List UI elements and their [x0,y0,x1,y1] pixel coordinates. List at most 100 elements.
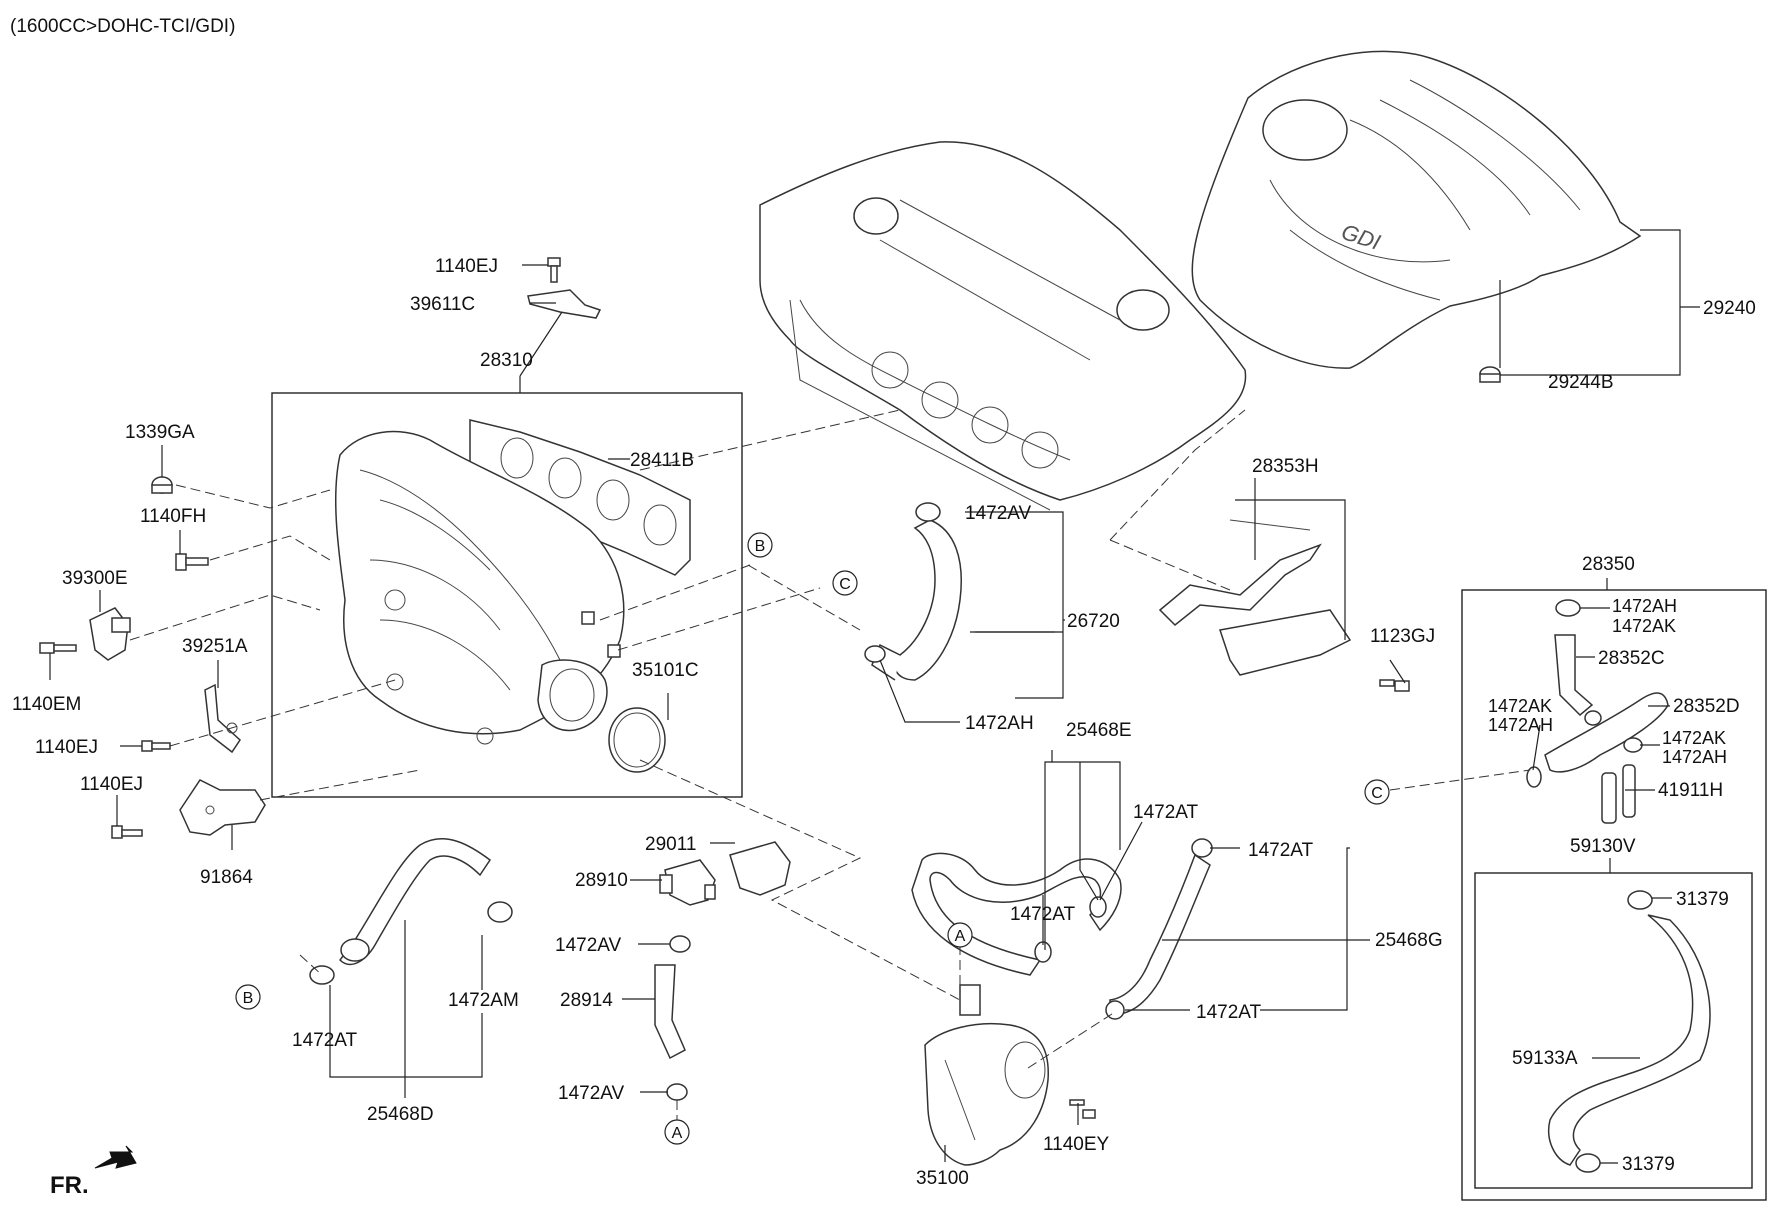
svg-text:B: B [243,990,254,1007]
label-59133a: 59133A [1512,1048,1578,1069]
label-1140em: 1140EM [12,694,81,715]
label-26720: 26720 [1067,611,1120,632]
bracket-39611c-part[interactable] [527,289,602,319]
label-59130v: 59130V [1570,836,1636,857]
label-1339ga: 1339GA [125,422,195,443]
label-28352c: 28352C [1598,648,1665,669]
svg-text:B: B [755,538,766,555]
throttle-body-part[interactable] [924,984,1049,1166]
front-direction-arrow-icon [94,1145,137,1169]
label-31379-bot: 31379 [1622,1154,1675,1175]
label-1472at-e1: 1472AT [1133,802,1199,823]
hose-sub-box [1474,872,1753,1189]
clamp-1472av-l1-part[interactable] [669,935,691,953]
engine-cover-part[interactable]: GDI [1191,50,1642,369]
clamp-1472at-g1-part[interactable] [1191,838,1213,858]
label-1472at-d: 1472AT [292,1030,358,1051]
front-direction-label: FR. [50,1172,89,1199]
clamp-1472ak-r2-part[interactable] [1584,710,1602,726]
clamp-1472ak-r3-part[interactable] [1623,737,1643,753]
clamp-1472av-l2-part[interactable] [666,1083,688,1101]
label-1140ej-top: 1140EJ [435,256,498,277]
label-1472am: 1472AM [448,990,519,1011]
label-39611c: 39611C [410,294,475,315]
clamp-31379-top-part[interactable] [1627,890,1653,910]
callout-a-throttle: A [947,922,973,948]
label-91864: 91864 [200,867,253,888]
bolt-1140ej-mid-part[interactable] [141,740,171,752]
label-1472ah-mid: 1472AH [965,713,1034,734]
hose-59133a-part[interactable] [1548,914,1711,1166]
cylinder-head-part [759,141,1247,511]
label-29240: 29240 [1703,298,1756,319]
label-28310: 28310 [480,350,533,371]
callout-c-manifold: C [832,570,858,596]
bolt-1140em-part[interactable] [39,642,77,654]
bolt-1140ej-top-part[interactable] [547,257,561,283]
bolt-1123gj-part[interactable] [1379,679,1410,692]
coolant-hose-box [1461,589,1767,1201]
svg-text:A: A [955,928,966,945]
bracket-91864-part[interactable] [179,779,266,836]
label-1472av-l1: 1472AV [555,935,622,956]
hose-25468d-part[interactable] [339,838,492,966]
label-1140ej-mid: 1140EJ [35,737,98,758]
clamp-1472ah-r1-part[interactable] [1555,599,1581,617]
bolt-1140fh-part[interactable] [175,553,209,571]
clamp-1472at-e1-part[interactable] [1089,896,1107,918]
cover-29011-part[interactable] [729,841,791,896]
label-25468g: 25468G [1375,930,1443,951]
label-1472ah-r1: 1472AH [1612,596,1677,616]
label-1140fh: 1140FH [140,506,206,527]
label-1472at-g2: 1472AT [1196,1002,1262,1023]
label-41911h: 41911H [1658,780,1723,801]
label-28350: 28350 [1582,554,1635,575]
label-28353h: 28353H [1252,456,1319,477]
clamp-1472am-part[interactable] [487,901,513,923]
callout-b-hose: B [235,984,261,1010]
label-1472ah-r2: 1472AH [1488,715,1553,735]
pipe-41911h-part[interactable] [1601,764,1636,824]
bracket-39251a-part[interactable] [204,683,241,754]
bolt-1140ej-low-part[interactable] [111,825,143,839]
label-25468d: 25468D [367,1104,434,1125]
pipe-28353h-part[interactable] [1158,519,1352,676]
bolt-1140ey-part[interactable] [1069,1099,1096,1119]
dashed-connection-lines [129,409,1531,1120]
label-1472at-g1: 1472AT [1248,840,1314,861]
clamp-1472ah-mid-part[interactable] [864,645,886,663]
label-1472ak-r2: 1472AK [1488,696,1552,716]
hose-25468g-part[interactable] [1109,853,1211,1016]
label-39300e: 39300E [62,568,128,589]
nut-1339ga-part[interactable] [151,476,173,494]
svg-text:A: A [672,1125,683,1142]
label-28914: 28914 [560,990,613,1011]
intake-manifold-box [271,392,743,798]
clamp-1472at-d-part[interactable] [309,965,335,985]
label-1123gj: 1123GJ [1370,626,1435,647]
intake-manifold-part[interactable] [334,430,625,745]
clamp-31379-bot-part[interactable] [1575,1153,1601,1173]
label-1472ak-r1: 1472AK [1612,616,1676,636]
part-labels: 1140EJ 39611C 28310 1339GA 28411B 1140FH… [12,256,1756,1189]
label-28910: 28910 [575,870,628,891]
clamp-1472av-top-part[interactable] [915,502,941,522]
label-1472ak-r3: 1472AK [1662,728,1726,748]
map-sensor-part[interactable] [89,607,131,661]
throttle-o-ring-part[interactable] [608,707,666,773]
callout-c-right: C [1364,779,1390,805]
label-35100: 35100 [916,1168,969,1189]
label-1472ah-r3: 1472AH [1662,747,1727,767]
svg-text:C: C [1371,785,1383,802]
label-39251a: 39251A [182,636,248,657]
label-1472av-top: 1472AV [965,503,1032,524]
hose-28352c-part[interactable] [1554,634,1594,717]
label-1472av-l2: 1472AV [558,1083,625,1104]
cover-grommet-part[interactable] [1479,366,1501,383]
label-35101c: 35101C [632,660,699,681]
hose-28352d-part[interactable] [1544,692,1669,773]
hose-28914-part[interactable] [654,964,686,1060]
valve-28910-part[interactable] [659,859,716,906]
label-31379-top: 31379 [1676,889,1729,910]
